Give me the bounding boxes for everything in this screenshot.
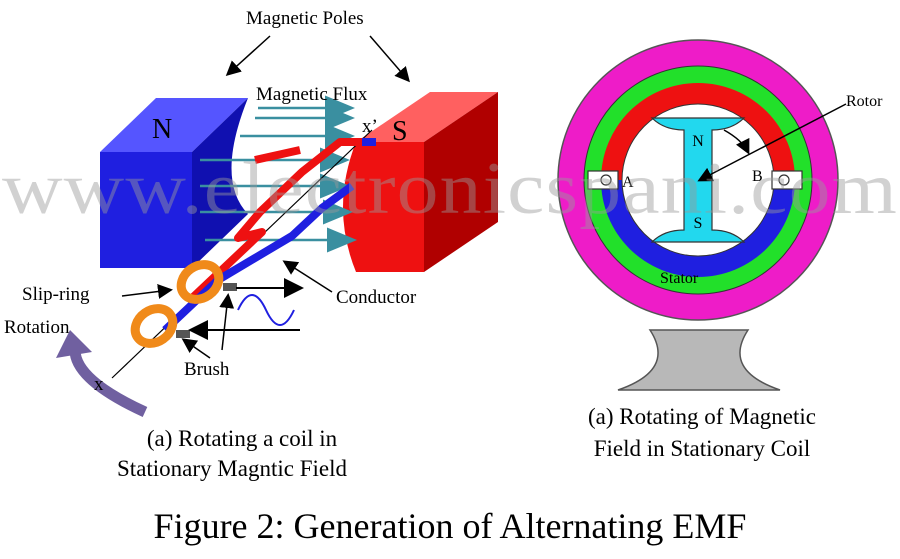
- slot-b-label: B: [752, 168, 763, 185]
- rotor-label: Rotor: [846, 93, 883, 110]
- rotation-arrow-icon: [69, 349, 148, 418]
- poles-pointer-right: [369, 35, 410, 83]
- slot-b-coil-icon: [778, 174, 790, 186]
- brush-lower: [176, 330, 190, 338]
- magnetic-poles-label: Magnetic Poles: [246, 8, 364, 29]
- watermark-text: www.electronicspani.com: [2, 148, 898, 230]
- conductor-pointer: [282, 260, 333, 293]
- left-caption-line2: Stationary Magntic Field: [117, 456, 347, 481]
- ac-waveform-icon: [237, 294, 295, 326]
- slot-b: [771, 170, 803, 190]
- north-pole-label: N: [152, 114, 172, 145]
- south-pole-label: S: [392, 116, 408, 147]
- slip-ring-label: Slip-ring: [22, 284, 90, 305]
- rotor-south-label: S: [694, 215, 703, 232]
- rotor-pointer: [697, 103, 847, 182]
- rotor-rotation-arrow-icon: [723, 129, 750, 155]
- left-caption-line1: (a) Rotating a coil in: [147, 426, 338, 451]
- x-prime-label: x’: [362, 116, 378, 137]
- figure-caption: Figure 2: Generation of Alternating EMF: [154, 506, 747, 546]
- rotation-arrowhead: [56, 330, 92, 358]
- x-label: x: [94, 374, 104, 395]
- slot-a-label: A: [622, 174, 634, 191]
- rotation-label: Rotation: [4, 317, 70, 338]
- left-generator-diagram: N S: [4, 8, 498, 481]
- stator-label: Stator: [660, 270, 699, 287]
- slot-a: [587, 170, 619, 190]
- slip-ring-upper: [176, 260, 224, 304]
- poles-pointer-left: [225, 35, 271, 77]
- right-caption-line2: Field in Stationary Coil: [594, 436, 811, 461]
- brush-pointer-upper: [219, 293, 235, 351]
- slip-ring-pointer: [121, 284, 173, 299]
- slip-rings: [130, 260, 237, 348]
- conductor-label: Conductor: [336, 287, 417, 308]
- right-caption-line1: (a) Rotating of Magnetic: [588, 404, 816, 429]
- brush-label: Brush: [184, 359, 230, 380]
- slot-a-coil-icon: [600, 174, 612, 186]
- right-alternator-diagram: N S Rotor A B Stator (a) Rotating of Mag…: [557, 39, 883, 461]
- brush-pointer-lower: [181, 338, 211, 359]
- slip-ring-lower: [130, 304, 178, 348]
- magnetic-flux-label: Magnetic Flux: [256, 84, 368, 105]
- machine-base: [617, 329, 781, 391]
- rotor-north-label: N: [692, 133, 704, 150]
- brush-upper: [223, 283, 237, 291]
